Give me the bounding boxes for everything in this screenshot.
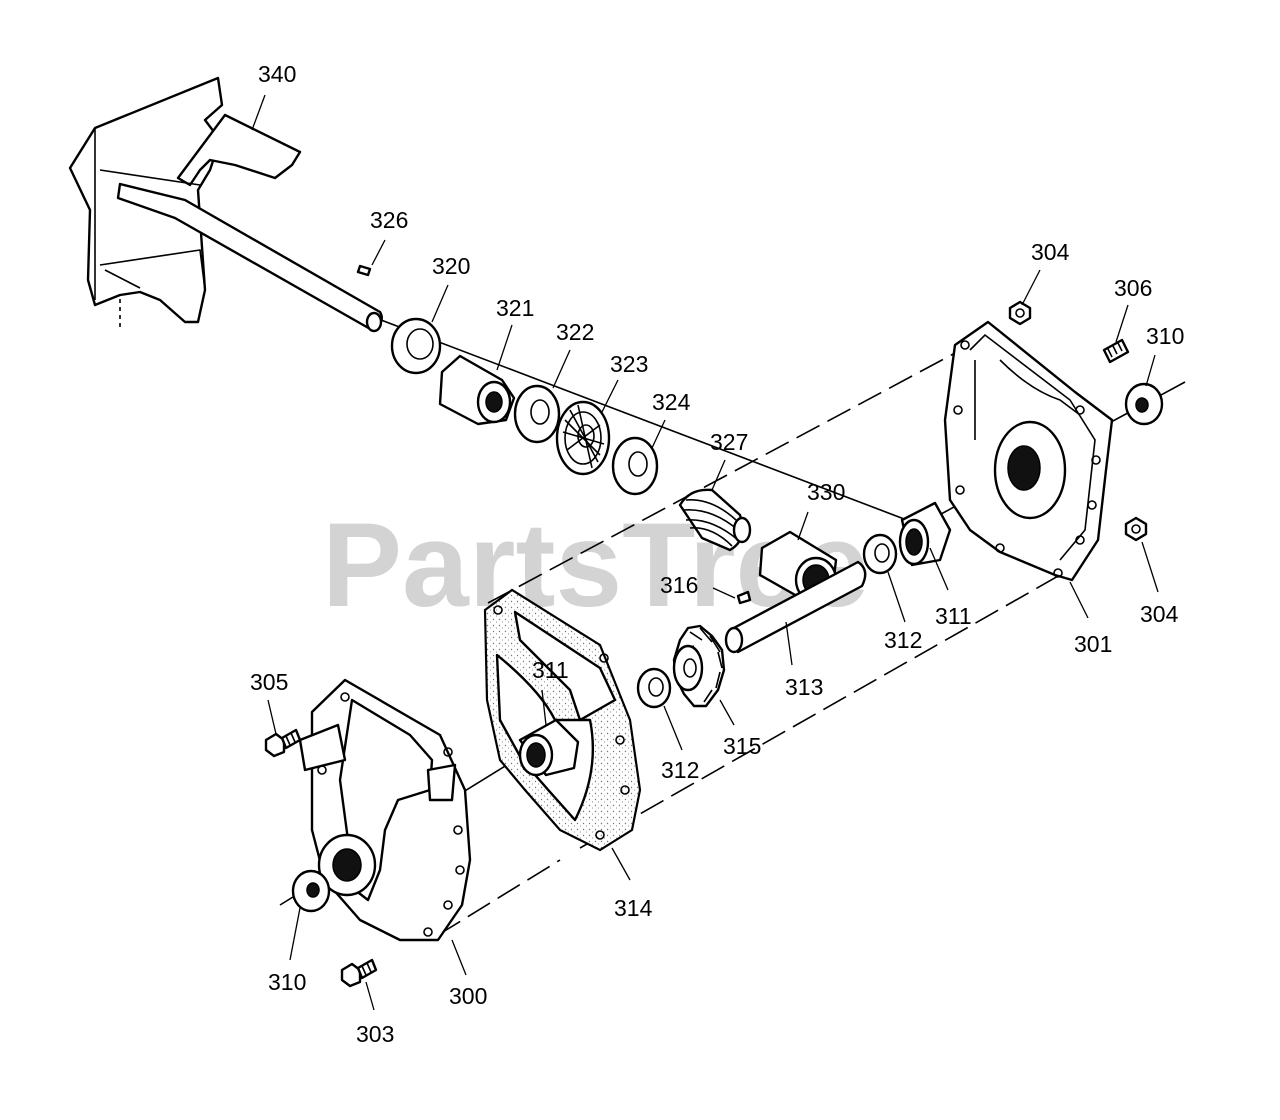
part-324-washer xyxy=(611,436,659,496)
part-310-washer-left xyxy=(291,869,331,913)
part-301-gear-housing-right xyxy=(943,320,1114,582)
label-323: 323 xyxy=(610,351,648,377)
part-313-shaft xyxy=(724,560,867,654)
label-326: 326 xyxy=(370,207,408,233)
part-316-key xyxy=(736,590,752,605)
part-321-bearing xyxy=(438,354,516,426)
part-306-set-screw xyxy=(1102,338,1130,364)
part-323-thrust-bearing xyxy=(555,400,611,476)
label-310-left: 310 xyxy=(268,969,306,995)
label-305: 305 xyxy=(250,669,288,695)
part-305-bolt xyxy=(264,728,302,758)
part-310-washer-right xyxy=(1124,382,1164,426)
label-322: 322 xyxy=(556,319,594,345)
leader-lines xyxy=(251,94,1159,1011)
part-303-bolt xyxy=(340,958,378,988)
part-314-gasket xyxy=(483,588,642,852)
label-327: 327 xyxy=(710,429,748,455)
part-315-gear xyxy=(672,624,726,708)
label-314: 314 xyxy=(614,895,653,921)
part-312-washer-lower xyxy=(636,667,672,709)
part-labels: 340 326 320 321 322 323 324 327 330 316 … xyxy=(250,61,1184,1047)
part-327-worm xyxy=(678,488,752,552)
label-312-upper: 312 xyxy=(884,627,922,653)
part-311-bushing-lower xyxy=(518,718,580,777)
part-304-nut-bottom xyxy=(1124,516,1148,542)
label-306: 306 xyxy=(1114,275,1152,301)
part-300-gear-housing-left xyxy=(298,678,472,942)
label-310-right: 310 xyxy=(1146,323,1184,349)
part-311-bushing-upper xyxy=(898,501,952,567)
part-312-washer-upper xyxy=(862,533,898,575)
label-304-bottom: 304 xyxy=(1140,601,1179,627)
label-311-upper: 311 xyxy=(935,603,972,629)
part-326-key xyxy=(356,264,372,277)
part-304-nut-top xyxy=(1008,300,1032,326)
label-300: 300 xyxy=(449,983,487,1009)
part-322-washer xyxy=(513,384,561,444)
label-304-top: 304 xyxy=(1031,239,1070,265)
label-316: 316 xyxy=(660,572,698,598)
label-330: 330 xyxy=(807,479,845,505)
part-340-impeller xyxy=(68,76,383,333)
label-315: 315 xyxy=(723,733,761,759)
label-312-lower: 312 xyxy=(661,757,699,783)
label-324: 324 xyxy=(652,389,691,415)
part-320-washer xyxy=(390,317,442,375)
label-340: 340 xyxy=(258,61,296,87)
label-303: 303 xyxy=(356,1021,394,1047)
label-313: 313 xyxy=(785,674,823,700)
label-320: 320 xyxy=(432,253,470,279)
label-321: 321 xyxy=(496,295,534,321)
label-301: 301 xyxy=(1074,631,1112,657)
label-311-lower: 311 xyxy=(532,657,569,683)
